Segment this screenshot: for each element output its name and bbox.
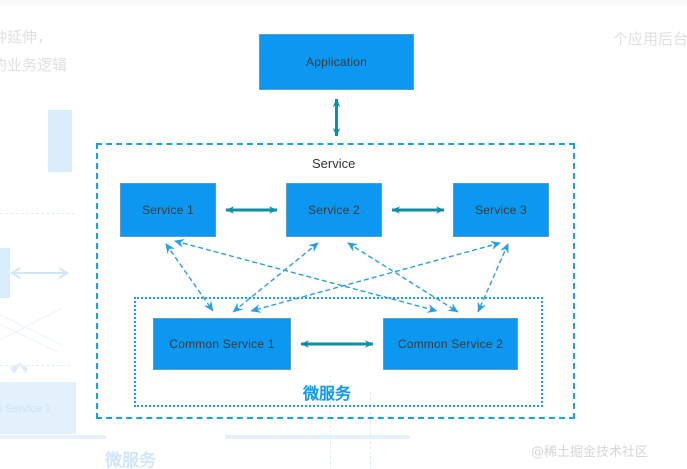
- node-common-service-1-label: Common Service 1: [169, 337, 275, 351]
- node-service-3[interactable]: Service 3: [453, 183, 549, 237]
- watermark: @稀土掘金技术社区: [531, 445, 649, 460]
- microservice-label: 微服务: [303, 384, 352, 403]
- bleed-rect-upper: [48, 110, 72, 172]
- container-service: [96, 143, 575, 419]
- bleed-text-right: 个应用后台: [613, 30, 687, 48]
- node-service-1[interactable]: Service 1: [120, 183, 216, 237]
- node-service-1-label: Service 1: [142, 203, 194, 217]
- bleed-text-left-line1: 种延伸，: [0, 28, 53, 46]
- bleed-dash-line-upper: [0, 213, 75, 214]
- bleed-ghost-box: [0, 382, 76, 434]
- node-application-label: Application: [306, 55, 367, 69]
- bleed-microservice-label: 微服务: [105, 451, 156, 469]
- page-top-strip: [0, 0, 687, 6]
- bleed-dash-line-lower: [0, 365, 70, 366]
- node-common-service-1[interactable]: Common Service 1: [153, 318, 291, 370]
- node-common-service-2-label: Common Service 2: [397, 337, 504, 351]
- node-common-service-2[interactable]: Common Service 2: [383, 318, 518, 370]
- bleed-text-left-line2: 的业务逻辑: [0, 56, 68, 74]
- node-application[interactable]: Application: [259, 34, 414, 90]
- node-service-3-label: Service 3: [475, 203, 527, 217]
- node-service-2[interactable]: Service 2: [286, 183, 382, 237]
- bleed-underline-mid: [225, 435, 410, 439]
- bleed-underline-left: [0, 435, 106, 439]
- node-service-2-label: Service 2: [308, 203, 360, 217]
- bleed-rect-mid: [0, 248, 10, 298]
- bleed-ghost-box-label: n Service 1: [0, 403, 52, 415]
- container-service-title: Service: [312, 156, 356, 171]
